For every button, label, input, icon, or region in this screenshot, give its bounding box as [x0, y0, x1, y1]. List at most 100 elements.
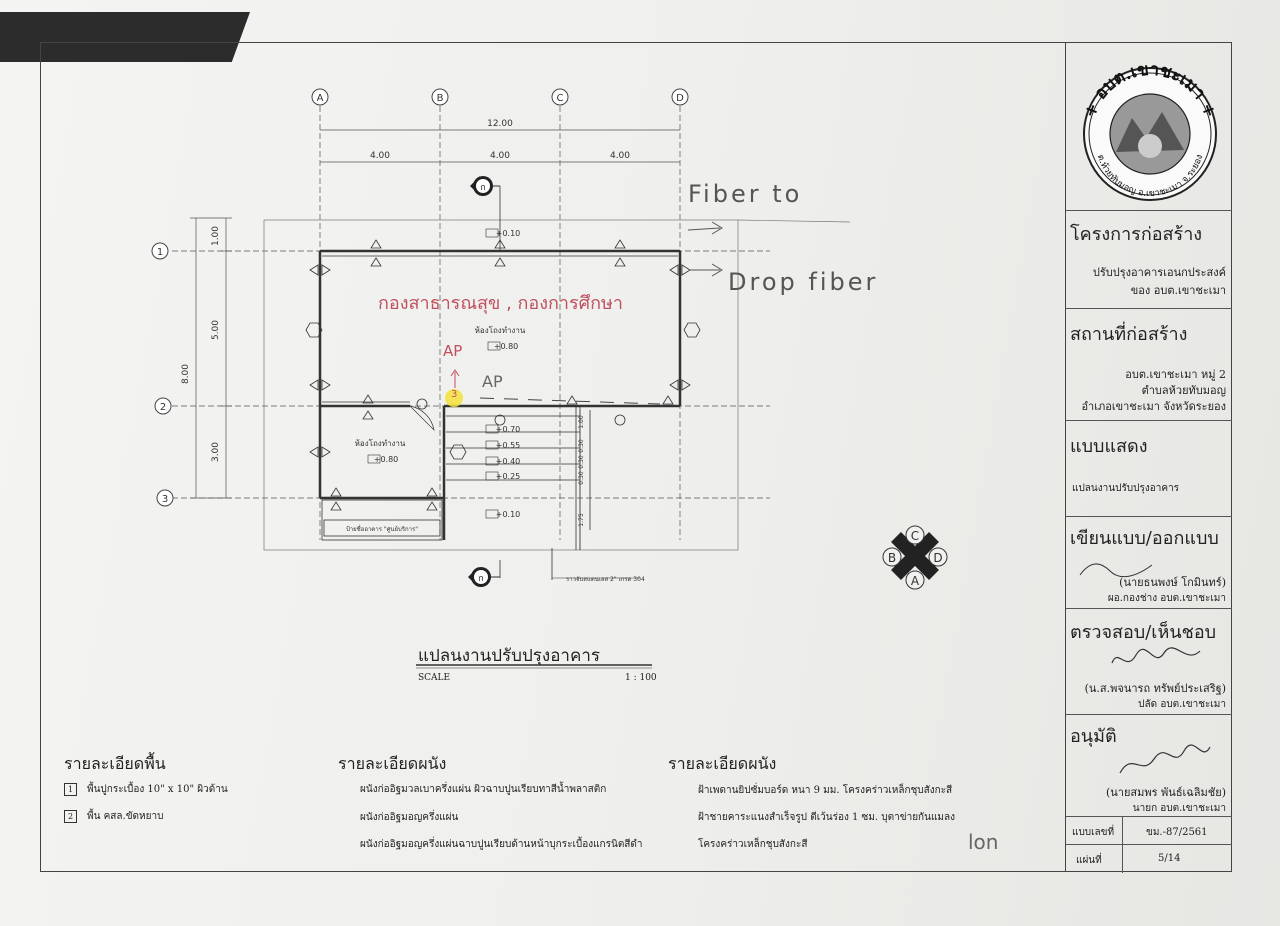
check-role: ปลัด อบต.เขาชะเมา: [1138, 699, 1226, 710]
approve-heading: อนุมัติ: [1070, 726, 1117, 747]
design-role: ผอ.กองช่าง อบต.เขาชะเมา: [1107, 593, 1226, 604]
hand-fiber-to: Fiber to: [688, 180, 803, 208]
room1-level: +0.80: [494, 342, 519, 351]
approve-section: อนุมัติ (นายสมพร พันธ์เฉลิมชัย) นายก อบต…: [1066, 714, 1232, 816]
project-heading: โครงการก่อสร้าง: [1070, 224, 1203, 245]
hand-room-note: กองสาธารณสุข , กองการศึกษา: [378, 293, 623, 314]
project-section: โครงการก่อสร้าง ปรับปรุงอาคารเอนกประสงค์…: [1066, 210, 1232, 308]
compass-c: C: [911, 529, 919, 543]
hand-point: 3: [451, 389, 458, 400]
hand-ap-1: AP: [443, 342, 463, 360]
wall2-legend-item-1: ฝ้าเพดานยิปซั่มบอร์ด หนา 9 มม. โครงคร่าว…: [698, 785, 953, 796]
rail-note: ราวจับสแตนเลส 2" เกรด 304: [566, 576, 645, 583]
compass: C B D A: [882, 525, 948, 590]
section-marker-bottom: ก: [468, 567, 500, 587]
page-row: แผ่นที่ 5/14: [1066, 844, 1232, 871]
dim-v3: 3.00: [211, 442, 221, 462]
section-marker-top: ก: [470, 176, 500, 196]
compass-d: D: [933, 551, 942, 565]
page-value: 5/14: [1158, 853, 1181, 864]
drawing-border: [40, 42, 1232, 872]
floor-legend-title: รายละเอียดพื้น: [64, 754, 166, 773]
approve-signature: [1119, 744, 1211, 774]
dim-b: 4.00: [490, 151, 510, 161]
stair-level-1: +0.70: [496, 425, 521, 434]
stair-dim-3: 0.30: [578, 455, 585, 469]
floor-item-1-no: 1: [64, 783, 77, 796]
wall2-legend-extra: โครงคร่าวเหล็กชุบสังกะสี: [698, 839, 808, 850]
room2-level: +0.80: [374, 455, 399, 464]
dim-v-total: 8.00: [181, 364, 191, 384]
dim-v2: 5.00: [211, 320, 221, 340]
stair-dim-4: 0.30: [578, 471, 585, 485]
section-mark-top-label: ก: [480, 183, 485, 193]
stair-level-4: +0.25: [496, 472, 521, 481]
stair-level-3: +0.40: [496, 457, 521, 466]
stair-dim-1: 1.00: [578, 415, 585, 429]
level-top: +0.10: [496, 229, 521, 238]
compass-a: A: [911, 574, 920, 588]
check-signature: [1111, 647, 1201, 664]
design-section: เขียนแบบ/ออกแบบ (นายธนพงษ์ โกมินทร์) ผอ.…: [1066, 516, 1232, 608]
floor-legend-item-2: 2 พื้น คสล.ขัดหยาบ: [64, 809, 163, 824]
grid-label-d: D: [676, 93, 684, 104]
wall2-legend-title: รายละเอียดผนัง: [668, 754, 777, 773]
site-heading: สถานที่ก่อสร้าง: [1070, 324, 1188, 345]
grid-label-2: 2: [160, 402, 166, 413]
site-line-1: อบต.เขาชะเมา หมู่ 2: [1125, 368, 1226, 381]
wall-legend-item-2: ผนังก่ออิฐมอญครึ่งแผ่น: [360, 812, 459, 823]
design-name: (นายธนพงษ์ โกมินทร์): [1119, 576, 1226, 589]
floor-plan: A B C D 1 2 3 12.00 4.00 4.00 4.00 8.00 …: [151, 88, 948, 683]
grid-label-1: 1: [157, 247, 163, 258]
page-label: แผ่นที่: [1076, 855, 1102, 866]
grid-label-c: C: [557, 93, 564, 104]
floor-item-1-text: พื้นปูกระเบื้อง 10" x 10" ผิวด้าน: [87, 784, 228, 795]
site-line-2: ตำบลห้วยทับมอญ: [1141, 384, 1226, 397]
floor-legend-item-1: 1 พื้นปูกระเบื้อง 10" x 10" ผิวด้าน: [64, 782, 228, 797]
sheet-divider: [1122, 817, 1123, 873]
floor-item-2-text: พื้น คสล.ขัดหยาบ: [87, 811, 164, 822]
project-line-2: ของ อบต.เขาชะเมา: [1130, 284, 1226, 297]
dim-total: 12.00: [487, 119, 513, 129]
sheet-number-row: แบบเลขที่ ขม.-87/2561: [1066, 816, 1232, 873]
check-name: (น.ส.พจนารถ ทรัพย์ประเสริฐ): [1084, 682, 1226, 695]
municipal-seal: + อบต.เขาชะเมา + ต.ห้วยทับมอญ อ.เขาชะเมา…: [1080, 60, 1220, 201]
hand-ap-2: AP: [482, 372, 503, 391]
title-block: + อบต.เขาชะเมา + ต.ห้วยทับมอญ อ.เขาชะเมา…: [1065, 42, 1232, 873]
grid-label-b: B: [437, 93, 444, 104]
plan-title: แปลนงานปรับปรุงอาคาร: [418, 646, 600, 666]
project-line-1: ปรับปรุงอาคารเอนกประสงค์: [1092, 266, 1226, 279]
scale-label: SCALE: [418, 673, 450, 683]
approve-role: นายก อบต.เขาชะเมา: [1132, 803, 1226, 814]
section-mark-bottom-label: ก: [478, 574, 483, 584]
wall-legend-title: รายละเอียดผนัง: [338, 754, 447, 773]
level-bottom: +0.10: [496, 510, 521, 519]
sign-label: ป้ายชื่ออาคาร "ศูนย์บริการ": [346, 525, 418, 533]
dim-c: 4.00: [610, 151, 630, 161]
grid-label-a: A: [317, 93, 324, 104]
wall-legend-item-3: ผนังก่ออิฐมอญครึ่งแผ่นฉาบปูนเรียบด้านหน้…: [360, 839, 643, 850]
approve-name: (นายสมพร พันธ์เฉลิมชัย): [1106, 786, 1226, 799]
scale-value: 1 : 100: [625, 673, 657, 683]
compass-b: B: [888, 551, 896, 565]
floor-item-2-no: 2: [64, 810, 77, 823]
wall-legend-item-1: ผนังก่ออิฐมวลเบาครึ่งแผ่น ผิวฉาบปูนเรียบ…: [360, 784, 607, 795]
sheet-number-label: แบบเลขที่: [1072, 827, 1115, 838]
show-text: แปลนงานปรับปรุงอาคาร: [1072, 483, 1180, 494]
grid-label-3: 3: [162, 494, 168, 505]
design-heading: เขียนแบบ/ออกแบบ: [1070, 528, 1219, 549]
hand-drop-fiber: Drop fiber: [728, 268, 879, 296]
hand-initials: lon: [968, 830, 999, 854]
dim-v1: 1.00: [211, 226, 221, 246]
site-line-3: อำเภอเขาชะเมา จังหวัดระยอง: [1081, 400, 1226, 413]
room2-name: ห้องโถงทำงาน: [355, 438, 406, 448]
dim-a: 4.00: [370, 151, 390, 161]
stair-dim-5: 1.75: [578, 513, 585, 527]
wall2-legend-item-2: ฝ้าชายคาระแนงสำเร็จรูป ตีเว้นร่อง 1 ซม. …: [698, 812, 955, 823]
design-signature: [1079, 563, 1153, 578]
site-section: สถานที่ก่อสร้าง อบต.เขาชะเมา หมู่ 2 ตำบล…: [1066, 308, 1232, 420]
stair-level-2: +0.55: [496, 441, 521, 450]
show-section: แบบแสดง แปลนงานปรับปรุงอาคาร: [1066, 420, 1232, 516]
check-heading: ตรวจสอบ/เห็นชอบ: [1070, 622, 1217, 643]
room1-name: ห้องโถงทำงาน: [475, 325, 526, 335]
